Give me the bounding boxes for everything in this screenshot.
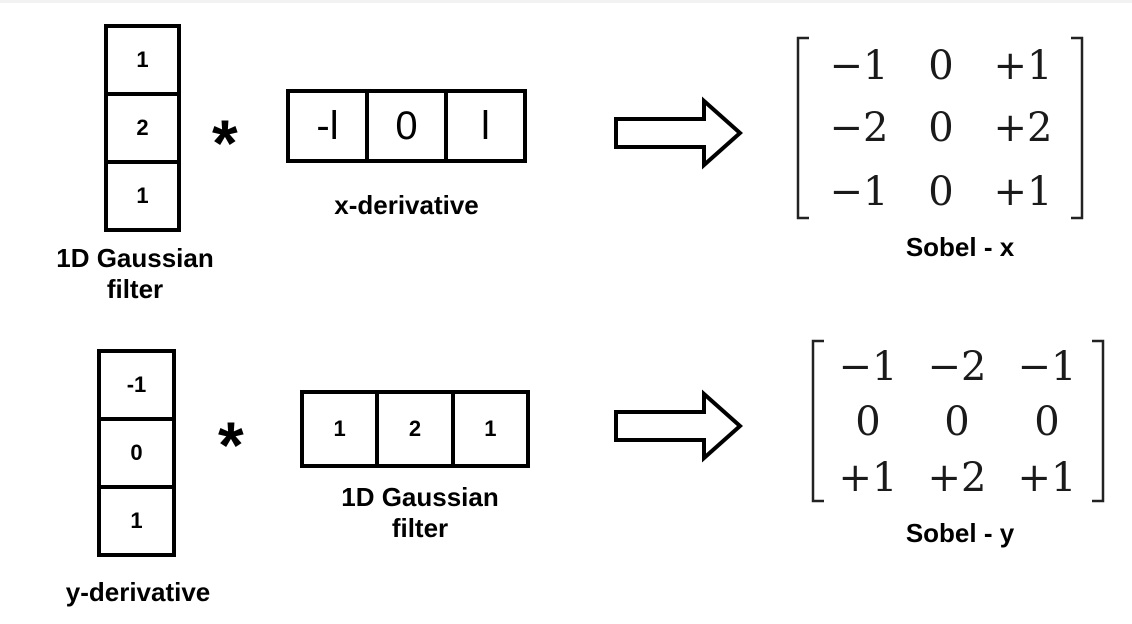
left-bracket: [796, 36, 809, 220]
matrix-cell: 0: [928, 105, 954, 151]
y-derivative-kernel: -1 0 1: [97, 349, 176, 557]
right-bracket: [1071, 36, 1084, 220]
sobel-y-matrix: −1 −2 −1 0 0 0 +1 +2 +1: [810, 339, 1108, 503]
kernel-cell: l: [444, 93, 523, 159]
gaussian-label-line2: filter: [106, 274, 164, 305]
matrix-cell: −1: [829, 169, 889, 215]
left-bracket: [811, 339, 824, 503]
matrix-cell: +1: [838, 455, 898, 501]
top-border-line: [0, 0, 1132, 3]
convolution-operator: *: [218, 408, 244, 482]
matrix-cell: 0: [928, 43, 954, 89]
gaussian-label: 1D Gaussian filter: [310, 482, 530, 544]
matrix-cell: +2: [993, 105, 1053, 151]
matrix-cell: 0: [855, 399, 881, 445]
gaussian-label-line1: 1D Gaussian: [56, 243, 214, 273]
matrix-cell: 0: [1034, 399, 1060, 445]
matrix-cell: −1: [829, 43, 889, 89]
matrix-cell: −1: [838, 344, 898, 390]
kernel-cell: 1: [450, 394, 526, 464]
kernel-cell: -l: [316, 103, 339, 148]
kernel-cell: 0: [365, 93, 444, 159]
kernel-cell: -1: [126, 372, 147, 397]
matrix-cell: −2: [829, 105, 889, 151]
gaussian-label-line2: filter: [391, 513, 449, 544]
sobel-x-matrix: −1 0 +1 −2 0 +2 −1 0 +1: [795, 36, 1087, 220]
kernel-cell: 0: [101, 417, 172, 485]
gaussian-horizontal-kernel: 1 2 1: [300, 390, 530, 468]
gaussian-label-line1: 1D Gaussian: [341, 482, 499, 512]
x-derivative-kernel: -l 0 l: [286, 89, 527, 163]
kernel-cell: 1: [108, 160, 177, 228]
matrix-cell: 0: [928, 169, 954, 215]
kernel-cell: 2: [375, 394, 450, 464]
matrix-cell: +2: [927, 455, 987, 501]
matrix-cell: −2: [927, 344, 987, 390]
right-bracket: [1092, 339, 1105, 503]
y-derivative-label: y-derivative: [65, 577, 211, 607]
kernel-cell: 1: [136, 47, 149, 72]
matrix-cell: +1: [1017, 455, 1077, 501]
right-arrow-icon: [614, 96, 744, 170]
kernel-cell: 1: [101, 485, 172, 553]
gaussian-label: 1D Gaussian filter: [30, 243, 240, 305]
right-arrow-icon: [614, 389, 744, 463]
matrix-cell: −1: [1017, 344, 1077, 390]
kernel-cell: 1: [333, 416, 346, 441]
sobel-x-label: Sobel - x: [905, 232, 1015, 262]
matrix-cell: +1: [993, 169, 1053, 215]
sobel-y-label: Sobel - y: [905, 518, 1015, 548]
gaussian-vertical-kernel: 1 2 1: [104, 24, 181, 232]
convolution-operator: *: [212, 106, 238, 180]
matrix-cell: 0: [944, 399, 970, 445]
x-derivative-label: x-derivative: [334, 190, 479, 220]
kernel-cell: 2: [108, 92, 177, 160]
matrix-cell: +1: [993, 43, 1053, 89]
